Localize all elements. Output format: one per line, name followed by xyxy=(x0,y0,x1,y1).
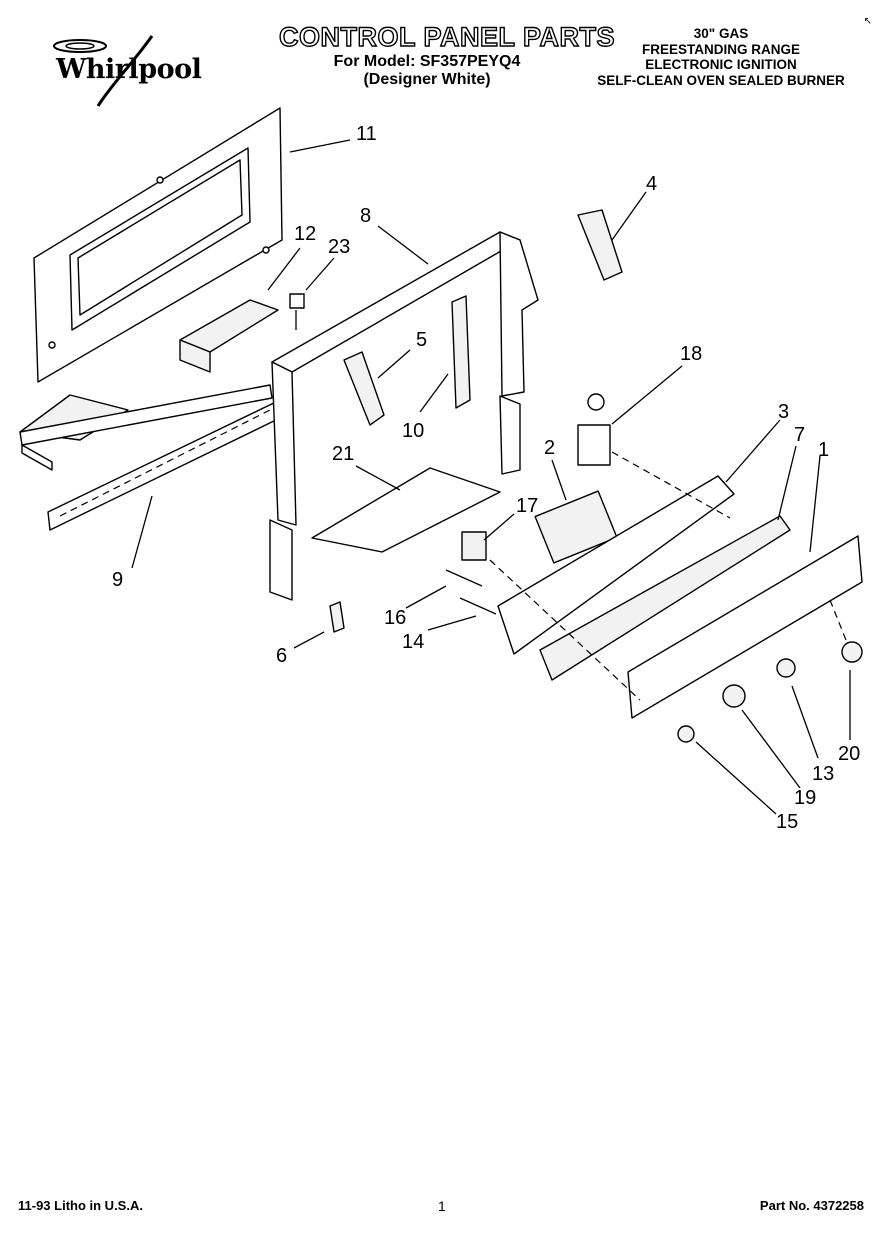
spec-block: 30" GAS FREESTANDING RANGE ELECTRONIC IG… xyxy=(576,26,866,88)
spec-line: ELECTRONIC IGNITION xyxy=(645,57,797,72)
callout-label: 19 xyxy=(794,787,816,809)
spec-line: FREESTANDING RANGE xyxy=(641,41,800,57)
model-line: For Model: SF357PEYQ4 xyxy=(333,53,521,70)
part-15-knob xyxy=(677,725,695,743)
spec-line: SELF-CLEAN OVEN SEALED BURNER xyxy=(597,72,845,88)
callout-label: 10 xyxy=(402,420,424,442)
callout-label: 15 xyxy=(776,811,798,833)
callout-label: 7 xyxy=(794,424,805,446)
callout-label: 1 xyxy=(818,439,829,461)
callout-label: 20 xyxy=(838,743,860,765)
callout-label: 5 xyxy=(416,329,427,351)
part-2-clock xyxy=(534,490,618,564)
callout-label: 2 xyxy=(544,437,555,459)
spec-line: 30" GAS xyxy=(693,26,749,41)
part-number: Part No. 4372258 xyxy=(759,1198,864,1213)
part-11-rear-shield xyxy=(33,107,283,383)
part-3-panel xyxy=(497,475,735,655)
callout-label: 23 xyxy=(328,236,350,258)
part-23-clip xyxy=(289,293,305,330)
callout-label: 16 xyxy=(384,607,406,629)
callout-label: 4 xyxy=(646,173,657,195)
part-19-knob xyxy=(722,684,746,708)
part-4-end-cap xyxy=(577,209,623,281)
part-13-knob xyxy=(776,658,796,678)
title-block: CONTROL PANEL PARTS For Model: SF357PEYQ… xyxy=(262,21,632,89)
exploded-parts-diagram: 11 12 23 8 4 5 10 18 3 7 1 2 21 17 9 16 … xyxy=(19,107,863,833)
whirlpool-logo: Whirlpool xyxy=(32,34,202,109)
brand-name: Whirlpool xyxy=(56,54,202,85)
part-10-rail xyxy=(451,295,471,409)
callout-label: 18 xyxy=(680,343,702,365)
part-5-bracket xyxy=(343,351,385,426)
callout-label: 13 xyxy=(812,763,834,785)
part-1-console xyxy=(627,535,863,719)
part-18-switch xyxy=(577,393,611,466)
callout-leaders xyxy=(131,139,851,815)
part-8-frame xyxy=(269,231,539,601)
page-title: CONTROL PANEL PARTS xyxy=(278,21,616,52)
callout-label: 14 xyxy=(402,631,424,653)
callout-label: 3 xyxy=(778,401,789,423)
callout-label: 21 xyxy=(332,443,354,465)
callout-label: 8 xyxy=(360,205,371,227)
part-14-screw xyxy=(459,597,497,615)
part-17-knob-switch xyxy=(461,531,487,561)
part-21-heat-shield xyxy=(311,467,501,553)
logo-swirl-icon xyxy=(53,35,154,107)
callout-label: 9 xyxy=(112,569,123,591)
callout-label: 11 xyxy=(356,123,377,145)
callout-label: 12 xyxy=(294,223,316,245)
part-7-strip xyxy=(539,515,791,681)
part-16-pin xyxy=(445,569,483,587)
callout-label: 17 xyxy=(516,495,538,517)
litho-note: 11-93 Litho in U.S.A. xyxy=(18,1198,143,1213)
corner-mark: ↖ xyxy=(863,16,872,27)
part-12-insulation xyxy=(19,299,279,441)
part-6-clip xyxy=(329,601,345,633)
part-20-knob xyxy=(841,641,863,663)
color-line: (Designer White) xyxy=(363,71,491,88)
callout-label: 6 xyxy=(276,645,287,667)
page-number: 1 xyxy=(438,1198,446,1214)
